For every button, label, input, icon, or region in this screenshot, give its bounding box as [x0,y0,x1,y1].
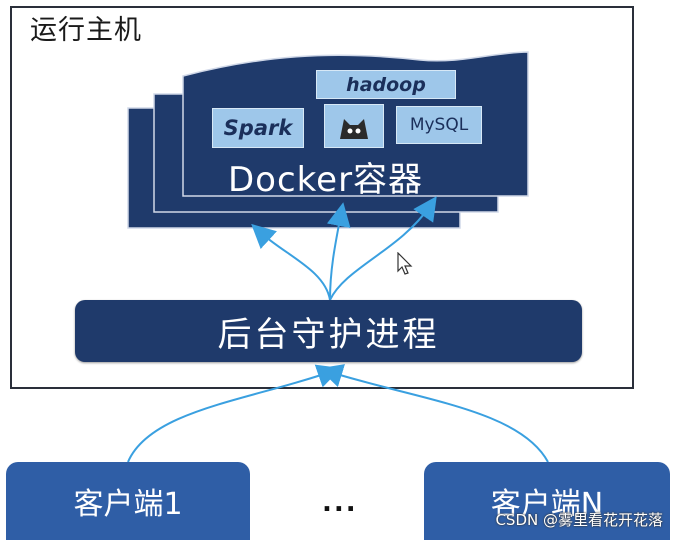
host-title: 运行主机 [30,15,142,46]
client-1: 客户端1 [6,462,250,540]
mysql-logo: MySQL [396,106,482,144]
mouse-pointer-icon [397,251,413,280]
tomcat-logo-icon [324,104,384,148]
spark-logo: Spark [212,108,304,148]
clients-ellipsis: ... [322,488,358,518]
daemon-process: 后台守护进程 [75,300,582,362]
arrow-daemon-to-container-right [329,196,437,301]
docker-container-label: Docker容器 [228,160,424,200]
client-n: 客户端N [424,462,670,540]
arrow-daemon-to-container-middle [326,202,351,301]
arrow-client1-to-daemon [127,364,342,463]
watermark: CSDN @雾里看花开花落 [495,511,663,529]
hadoop-logo: hadoop [316,70,456,99]
arrow-clientn-to-daemon [318,364,549,463]
arrow-daemon-to-container-left [251,223,331,301]
